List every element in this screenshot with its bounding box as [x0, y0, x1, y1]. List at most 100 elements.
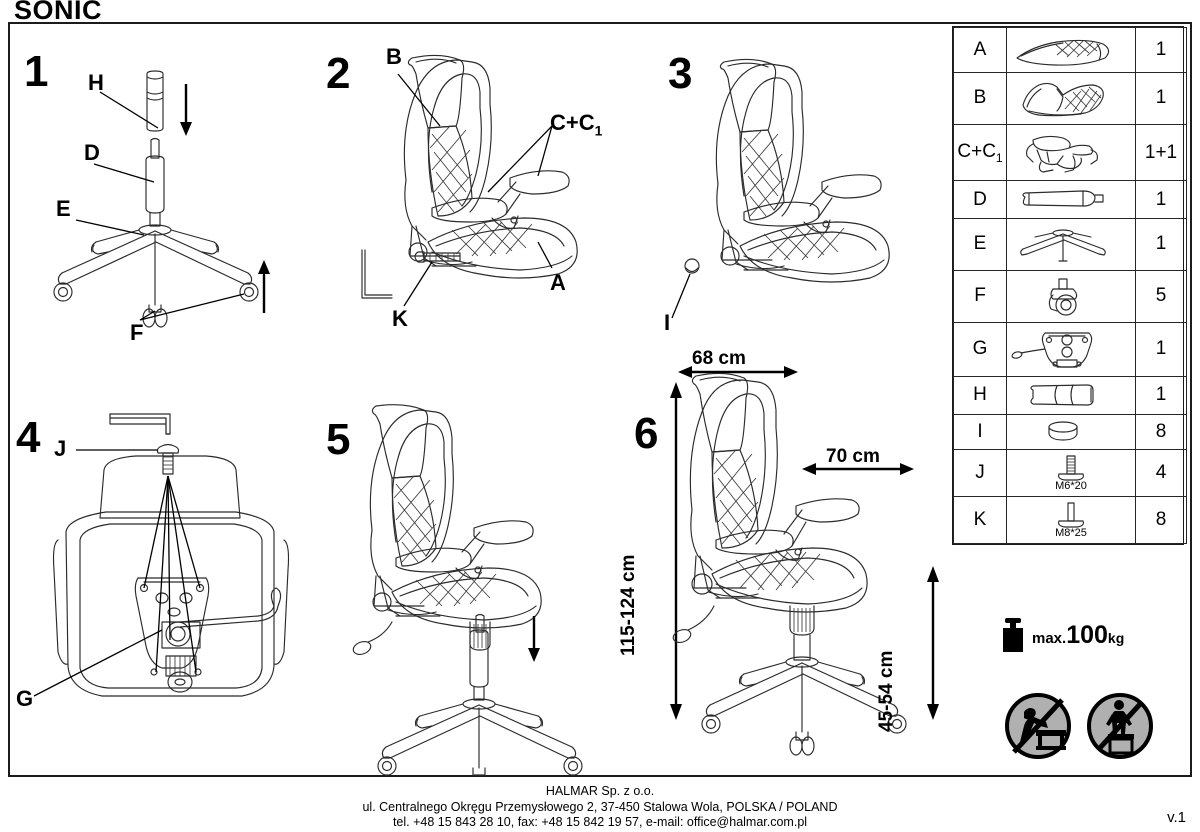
- step-2-label-b: B: [386, 44, 402, 69]
- part-code-e: E: [953, 217, 1007, 271]
- step-2: 2: [320, 30, 640, 360]
- cap-cover-icon: [1048, 421, 1078, 441]
- part-qty-g: 1: [1135, 321, 1187, 378]
- part-image-j-box: M6*20: [1007, 454, 1135, 492]
- step-6-number: 6: [634, 409, 659, 458]
- backrest-icon: [1022, 83, 1104, 117]
- load-unit: kg: [1107, 629, 1125, 646]
- allen-key-drawing: [109, 413, 171, 435]
- step-2-number: 2: [326, 49, 351, 98]
- table-row: B: [953, 71, 1187, 125]
- part-image-f: [1006, 269, 1136, 323]
- seat-underside-drawing: [52, 455, 290, 697]
- part-code-c: C+C1: [953, 123, 1007, 182]
- armrest-pair-icon: [1026, 135, 1098, 173]
- step-2-leaders: [397, 73, 553, 307]
- part-code-b: B: [953, 71, 1007, 125]
- dimension-lines: [670, 366, 939, 720]
- table-row: J M6*20: [953, 448, 1187, 497]
- table-row: K M8*25 8: [953, 495, 1187, 545]
- warning-icons: [1002, 690, 1156, 762]
- quilt-pattern-seat: [451, 220, 533, 257]
- part-code-h: H: [953, 376, 1007, 415]
- part-image-j: M6*20: [1006, 448, 1136, 497]
- table-row: G: [953, 321, 1187, 378]
- bolt-k-drawing: [361, 249, 461, 299]
- part-image-c: [1006, 123, 1136, 182]
- weight-icon: [1003, 618, 1023, 652]
- dimension-width-68: 68 cm: [692, 348, 746, 369]
- table-row: C+C1 1+: [953, 123, 1187, 182]
- part-image-a: [1006, 27, 1136, 73]
- seat-cushion-icon: [1016, 39, 1110, 66]
- insert-arrow: [528, 616, 540, 662]
- base-star-drawing: [53, 224, 259, 328]
- step-1: 1: [10, 30, 310, 350]
- chair-complete-drawing: [672, 372, 907, 756]
- load-prefix: max.: [1032, 629, 1067, 647]
- chair-assembled-drawing: [715, 58, 890, 283]
- part-image-i: [1006, 413, 1136, 450]
- parts-table: A: [952, 26, 1187, 545]
- step-2-label-a: A: [550, 270, 566, 295]
- part-qty-c: 1+1: [1135, 123, 1187, 182]
- step-1-label-f: F: [130, 320, 144, 345]
- gas-lift-icon: [1022, 190, 1104, 207]
- part-code-j: J: [953, 448, 1007, 497]
- part-qty-f: 5: [1135, 269, 1187, 323]
- step-6: 6: [618, 348, 970, 770]
- dimension-depth-70: 70 cm: [826, 446, 880, 467]
- part-image-k: M8*25: [1006, 495, 1136, 545]
- part-qty-e: 1: [1135, 217, 1187, 271]
- part-image-h: [1006, 376, 1136, 415]
- caster-wheel-icon: [1048, 278, 1078, 316]
- part-code-d: D: [953, 180, 1007, 219]
- footer: HALMAR Sp. z o.o. ul. Centralnego Okręgu…: [0, 784, 1200, 831]
- cap-cover-drawing: [671, 258, 700, 319]
- table-row: I 8: [953, 413, 1187, 450]
- step-5: 5: [320, 400, 640, 780]
- table-row: A: [953, 27, 1187, 73]
- table-row: H 1: [953, 376, 1187, 415]
- footer-contact: tel. +48 15 843 28 10, fax: +48 15 842 1…: [392, 815, 808, 829]
- step-1-label-d: D: [84, 140, 100, 165]
- step-4: 4: [10, 400, 330, 750]
- load-limit-text: max.100kg: [1032, 621, 1124, 650]
- part-image-d: [1006, 180, 1136, 219]
- part-qty-a: 1: [1135, 27, 1187, 73]
- table-row: D 1: [953, 180, 1187, 219]
- no-leaning-icon: [1005, 693, 1071, 759]
- version-label: v.1: [1167, 809, 1186, 826]
- chair-seat-back-drawing: [403, 54, 578, 279]
- gas-lift-cover-icon: [1030, 384, 1094, 406]
- part-caption-j: M6*20: [1055, 479, 1087, 492]
- part-image-e: [1006, 217, 1136, 271]
- load-value: 100: [1066, 620, 1108, 649]
- part-qty-i: 8: [1135, 413, 1187, 450]
- load-limit: max.100kg: [1000, 616, 1124, 654]
- brand-title: SONIC: [14, 0, 103, 25]
- base-star-icon: [1020, 229, 1106, 262]
- step-2-label-c: C+C1: [550, 110, 603, 139]
- dimension-height-115-124: 115-124 cm: [618, 554, 639, 656]
- part-qty-b: 1: [1135, 71, 1187, 125]
- step-4-label-g: G: [16, 686, 34, 711]
- bolt-icon: [1058, 455, 1084, 481]
- part-code-a: A: [953, 27, 1007, 73]
- step-2-label-k: K: [392, 306, 408, 331]
- step-5-number: 5: [326, 415, 351, 464]
- step-2-illustration: [361, 54, 578, 307]
- gas-lift-drawing: [145, 137, 165, 227]
- step-1-label-h: H: [88, 70, 104, 95]
- step-4-illustration: [33, 413, 290, 697]
- step-4-number: 4: [16, 413, 41, 462]
- step-4-fan-leaders: [33, 449, 201, 697]
- dimension-seat-height-45-54: 45-54 cm: [876, 650, 897, 732]
- part-qty-d: 1: [1135, 180, 1187, 219]
- table-row: F 5: [953, 269, 1187, 323]
- part-image-k-box: M8*25: [1007, 501, 1135, 539]
- part-code-k: K: [953, 495, 1007, 545]
- step-3-illustration: [671, 58, 890, 319]
- step-4-label-j: J: [54, 436, 67, 461]
